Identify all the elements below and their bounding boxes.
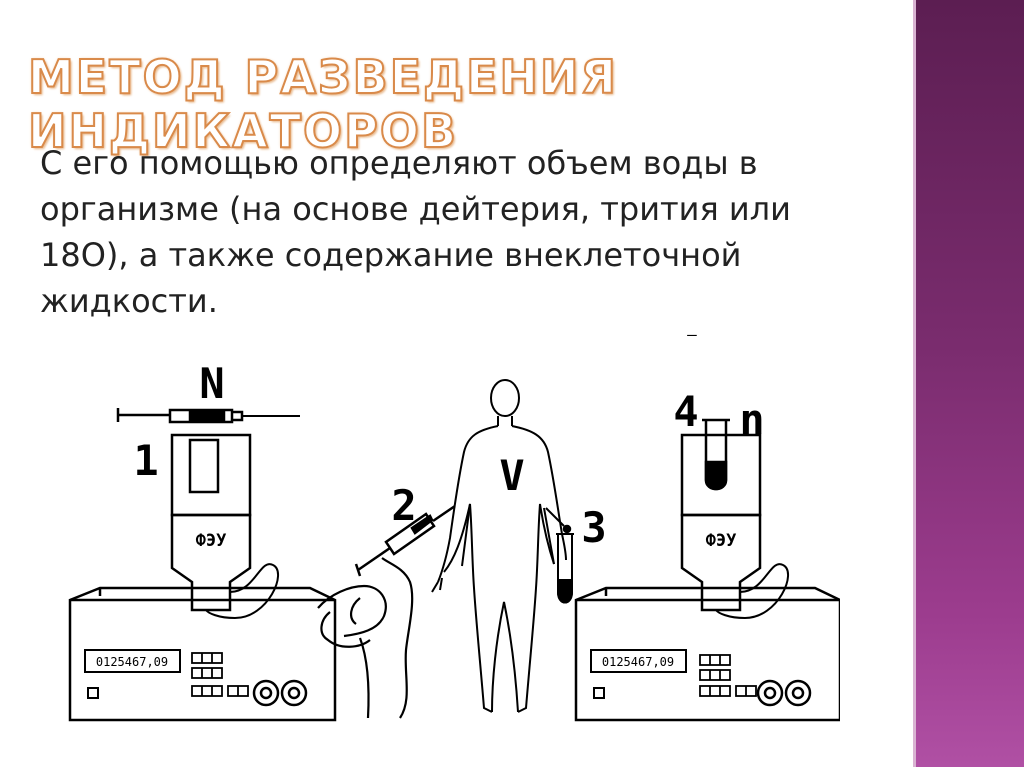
hand [317,557,414,719]
sampling-needle [545,507,565,527]
left-counter-device: 0125467,09 [68,586,337,722]
left-counter-display: 0125467,09 [96,655,168,669]
side-decoration-band [916,0,1024,767]
left-display-frame [84,649,181,673]
right-knob-1 [756,679,784,707]
right-detector-label: ФЭУ [706,531,737,551]
injection-syringe [354,504,456,577]
slide-body-text: С его помощью определяют объем воды в ор… [40,144,791,320]
left-detector-label: ФЭУ [196,531,227,551]
right-display-frame [590,649,687,673]
indicator-dilution-diagram: 0125467,09 [68,325,840,722]
human-figure [431,379,567,713]
sample-tube [556,533,574,604]
side-divider-line [913,0,916,767]
right-counter-display: 0125467,09 [602,655,674,669]
label-dash: – [687,325,697,344]
right-counter-device: 0125467,09 [574,586,840,722]
label-1: 1 [133,436,158,485]
label-3: 3 [581,503,606,552]
left-sample-slot [188,438,220,494]
label-V: V [499,451,524,500]
right-knob-2 [784,679,812,707]
left-syringe [116,408,300,424]
label-2: 2 [391,481,416,530]
label-n: n [739,395,764,444]
left-knob-1 [252,679,280,707]
left-knob-2 [280,679,308,707]
label-4: 4 [673,387,698,436]
label-N: N [199,359,224,408]
slide-title: МЕТОД РАЗВЕДЕНИЯ ИНДИКАТОРОВ [27,49,618,159]
figure-head [490,379,520,417]
right-detector: ФЭУ [680,418,789,620]
left-detector: ФЭУ [170,433,279,620]
